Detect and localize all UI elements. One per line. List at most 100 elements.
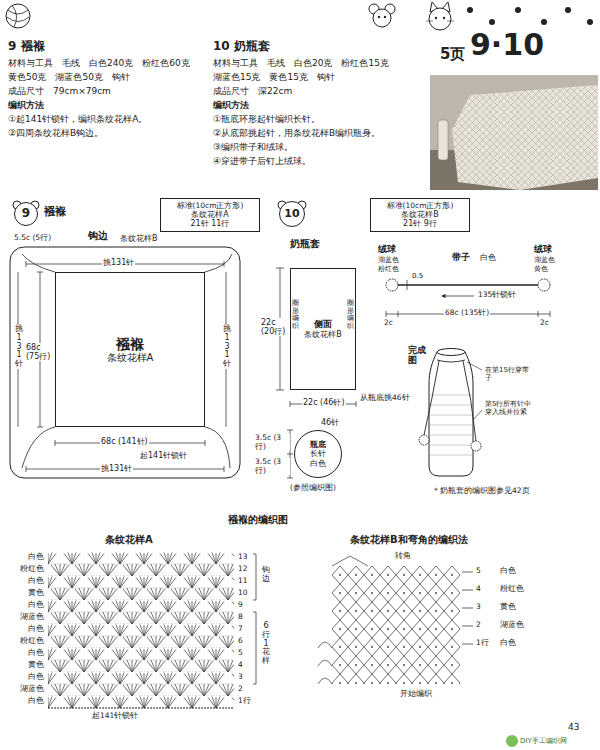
section-title: 9 襁褓 <box>8 40 45 54</box>
color-label: 粉红色 <box>10 637 44 646</box>
part-name: 钩边 <box>88 230 108 242</box>
row-number: 3 <box>238 673 243 682</box>
dimension-label: 22c (20行) <box>260 318 290 336</box>
spec-heading: 编织方法 <box>8 100 44 110</box>
spec-text: 材料与工具 毛线 白色240克 粉红色60克 <box>8 58 190 68</box>
bottom-circle: 瓶底长针白色 <box>294 430 342 478</box>
spec-text: 成品尺寸 79cm×79cm <box>8 86 111 96</box>
bracket-label: 钩边 <box>262 566 270 584</box>
node-content: 标准(10cm正方形)条纹花样B21针 9行 <box>387 202 454 229</box>
color-label: 白色 <box>10 601 44 610</box>
instruction-text: ②四周条纹花样B钩边。 <box>8 128 103 138</box>
callout-text: 转角 <box>395 551 411 560</box>
dimension-label: 68c (135针) <box>444 309 490 318</box>
spec-text: 湖蓝色15克 黄色15克 钩针 <box>213 72 335 82</box>
side-panel: 侧面条纹花样B <box>290 268 356 390</box>
dimension-label: 5.5c (5行) <box>14 234 51 243</box>
row-number: 5 <box>238 649 243 658</box>
color-label: 白色 <box>500 567 516 576</box>
note-text: (参照编织图) <box>290 484 336 493</box>
color-label: 粉红色 <box>10 565 44 574</box>
node-text: 21针 9行 <box>403 219 437 228</box>
dimension-label: 0.5 <box>412 272 423 280</box>
row-number: 4 <box>238 661 243 670</box>
color-label: 粉红色 <box>378 265 399 273</box>
dimension-label: 3.5c (3行) <box>254 458 290 475</box>
diagram-title: 奶瓶套 <box>290 238 320 250</box>
callout-text: 第5行所有针中穿入线并拉紧 <box>485 400 537 416</box>
color-label: 湖蓝色 <box>378 256 399 264</box>
node-text: 条纹花样A <box>107 352 154 364</box>
row-number: 11 <box>238 577 248 586</box>
stitch-count: 挑131针 <box>14 325 24 369</box>
chart-title: 襁褓的编织图 <box>228 514 288 526</box>
stitch-count: 从瓶底挑46针 <box>360 394 410 403</box>
color-label: 湖蓝色 <box>10 685 44 694</box>
row-number: 4 <box>476 585 481 594</box>
part-name: 绒球 <box>378 244 396 254</box>
page-number: 43 <box>568 722 579 732</box>
color-label: 湖蓝色 <box>10 613 44 622</box>
dimension-label: 2c <box>540 319 549 328</box>
note-text: ＊奶瓶套的编织图参见42页 <box>432 487 530 496</box>
node-content: 9 <box>22 207 30 221</box>
bear-badge: 10 <box>279 201 305 227</box>
stitch-count: 挑131针 <box>222 325 232 369</box>
bear-badge: 9 <box>14 202 38 226</box>
color-label: 黄色 <box>534 265 548 273</box>
node-text: 侧面 <box>314 319 332 329</box>
row-number: 6 <box>238 637 243 646</box>
spec-heading: 编织方法 <box>213 100 249 110</box>
node-text: 白色 <box>310 459 326 468</box>
chart-title: 条纹花样B和弯角的编织法 <box>350 534 468 546</box>
color-label: 白色 <box>10 649 44 658</box>
dimension-label: 68c (141针) <box>100 437 149 446</box>
row-number: 12 <box>238 565 248 574</box>
dimension-label: 22c (46针) <box>302 398 346 407</box>
stitch-count: 起141针锁针 <box>92 712 138 721</box>
node-text: 襁褓 <box>116 336 144 352</box>
color-label: 黄色 <box>10 589 44 598</box>
stitch-count: 起141针锁针 <box>140 451 187 460</box>
row-number: 10 <box>238 589 248 598</box>
instruction-text: ②从底部挑起针，用条纹花样B编织瓶身。 <box>213 128 380 138</box>
method-note: 圈形编织 <box>347 300 354 331</box>
pattern-label: 条纹花样B <box>120 234 158 243</box>
part-name: 带子 <box>452 252 470 262</box>
instruction-text: ③编织带子和绒球。 <box>213 142 293 152</box>
watermark: DIY手工编织网 <box>520 737 567 745</box>
bracket-label: 6行1花样 <box>262 622 270 666</box>
row-number: 2 <box>238 685 243 694</box>
node-text: 标准(10cm正方形) <box>387 202 454 211</box>
node-text: 9 <box>22 207 30 221</box>
instruction-text: ①起141针锁针，编织条纹花样A。 <box>8 114 147 124</box>
chart-title: 条纹花样A <box>105 534 153 546</box>
node-text: 标准(10cm正方形) <box>177 202 244 211</box>
row-number: 13 <box>238 553 248 562</box>
node-text: 长针 <box>310 449 326 458</box>
spec-text: 黄色50克 湖蓝色50克 钩针 <box>8 72 130 82</box>
color-label: 白色 <box>10 577 44 586</box>
node-content: 侧面条纹花样B <box>304 319 342 339</box>
color-label: 粉红色 <box>500 585 524 594</box>
page-ref: 5页 <box>440 46 465 63</box>
node-content: 瓶底长针白色 <box>310 440 326 468</box>
row-number: 3 <box>476 603 481 612</box>
stitch-count: 挑131针 <box>100 464 133 473</box>
color-label: 黄色 <box>500 603 516 612</box>
row-number: 1行 <box>238 697 251 706</box>
node-content: 标准(10cm正方形)条纹花样A21针 11行 <box>177 202 244 229</box>
node-content: 襁褓条纹花样A <box>107 336 154 364</box>
node-text: 瓶底 <box>310 440 326 449</box>
color-label: 黄色 <box>10 661 44 670</box>
spec-text: 材料与工具 毛线 白色20克 粉红色15克 <box>213 58 389 68</box>
node-text: 条纹花样A <box>191 210 228 219</box>
instruction-text: ①瓶底环形起针编织长针。 <box>213 114 320 124</box>
node-text: 条纹花样B <box>401 210 439 219</box>
color-label: 白色 <box>480 254 496 263</box>
blanket-panel: 襁褓条纹花样A <box>55 272 205 427</box>
method-note: 圈形编织 <box>292 300 299 331</box>
color-label: 白色 <box>10 625 44 634</box>
page-ref: 9·10 <box>470 28 544 63</box>
dimension-label: 2c <box>384 319 393 328</box>
